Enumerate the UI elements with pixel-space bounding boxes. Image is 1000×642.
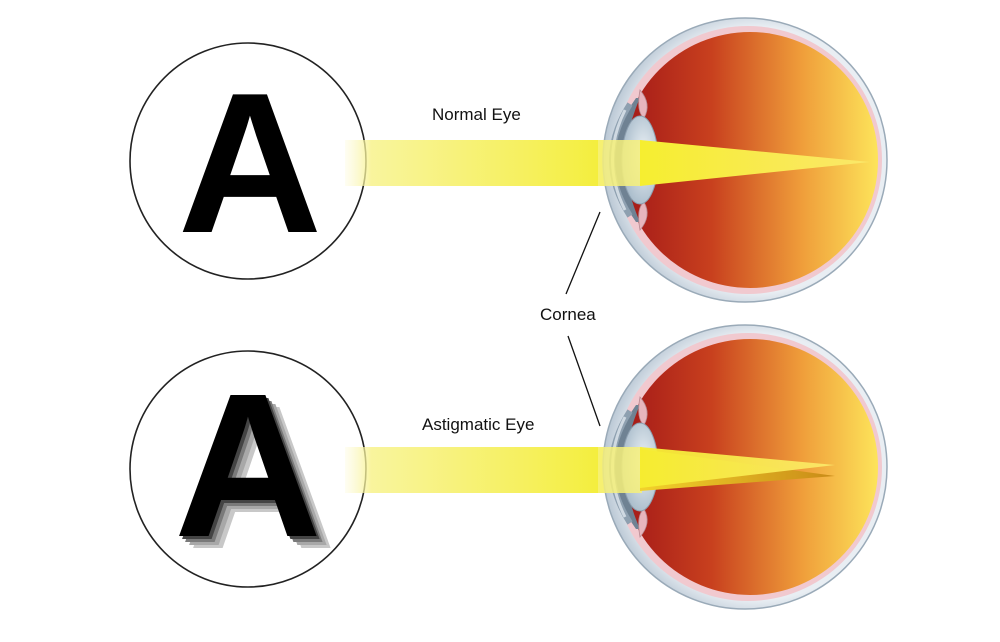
ghost-letter-3: A — [184, 360, 332, 589]
astigmatic-eye-label: Astigmatic Eye — [422, 415, 534, 434]
normal-light-beam — [345, 140, 607, 186]
normal-eye-label: Normal Eye — [432, 105, 521, 124]
ghost-letter-4: A — [188, 363, 336, 592]
astigmatic-letter: A — [174, 351, 322, 580]
astigmatic-eyeball — [598, 324, 888, 610]
cornea-callout: Cornea — [540, 211, 601, 427]
cornea-leader-top — [565, 211, 601, 295]
normal-letter: A — [178, 52, 322, 275]
astigmatic-eye-group: A A A A A Astigmatic Eye — [129, 324, 888, 610]
ghost-letter-1: A — [177, 354, 325, 583]
cornea-label: Cornea — [540, 305, 596, 324]
normal-eye-group: A Normal Eye — [129, 17, 888, 303]
cornea-leader-bottom — [567, 335, 601, 427]
normal-eyeball — [598, 17, 888, 303]
normal-focus-cone — [640, 140, 870, 186]
astigmatic-focus-cone-a — [640, 447, 835, 488]
ghost-letter-2: A — [180, 357, 328, 586]
astigmatic-light-beam — [345, 447, 607, 493]
